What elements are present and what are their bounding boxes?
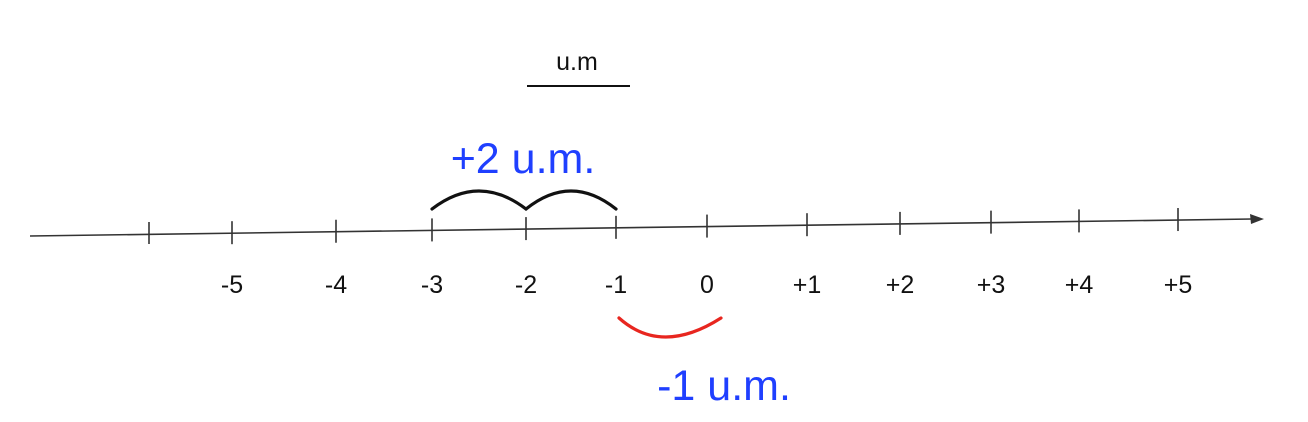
axis-tick-labels: -5 -4 -3 -2 -1 0 +1 +2 +3 +4 +5 bbox=[221, 271, 1192, 299]
tick-label: +5 bbox=[1164, 271, 1193, 299]
tick-label: +1 bbox=[793, 271, 822, 299]
tick-label: -2 bbox=[515, 271, 537, 299]
axis-arrow-head bbox=[1250, 214, 1264, 224]
unit-scale-label: u.m bbox=[556, 48, 598, 76]
tick-label: -4 bbox=[325, 271, 347, 299]
tick-label: +2 bbox=[886, 271, 915, 299]
tick-label: -5 bbox=[221, 271, 243, 299]
tick-label: +3 bbox=[977, 271, 1006, 299]
tick-label: +4 bbox=[1065, 271, 1094, 299]
tick-label: -3 bbox=[421, 271, 443, 299]
backward-hop-label: -1 u.m. bbox=[657, 362, 791, 410]
tick-label: 0 bbox=[700, 271, 714, 299]
axis-ticks bbox=[231, 208, 1179, 245]
backward-hop-arc bbox=[617, 316, 723, 339]
forward-hop-label: +2 u.m. bbox=[451, 135, 596, 183]
forward-hop-arc-2 bbox=[524, 189, 618, 211]
tick-label: -1 bbox=[605, 271, 627, 299]
forward-hop-arc-1 bbox=[430, 189, 528, 211]
number-line-axis bbox=[29, 218, 1253, 237]
